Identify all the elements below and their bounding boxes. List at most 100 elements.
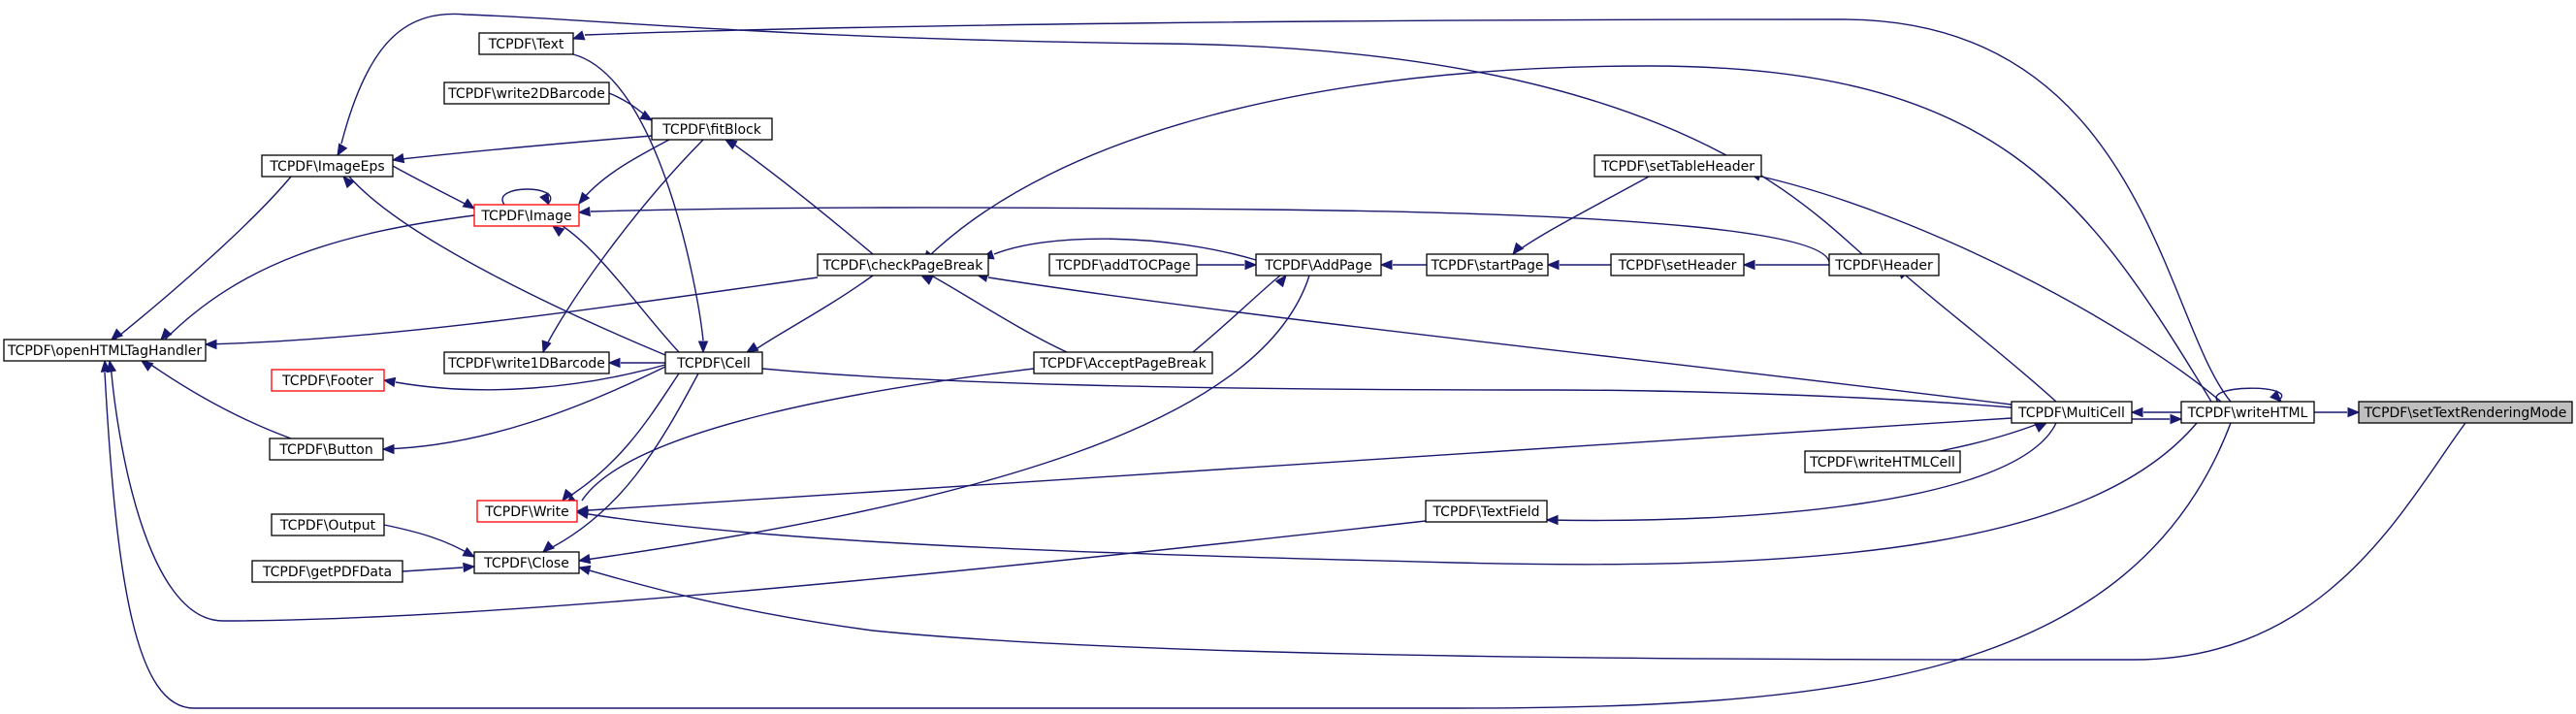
node-box [1594,154,1762,178]
edge-cell-to-write1-dbarcode [607,357,665,369]
arrowhead-icon [381,443,395,455]
node-output[interactable]: TCPDF\Output [271,513,385,536]
edge-multi-cell-to-write [575,417,2012,516]
node-get-pdfdata[interactable]: TCPDF\getPDFData [251,560,403,583]
arrowhead-icon [607,357,621,369]
node-label: TCPDF\MultiCell [2017,406,2125,421]
edge-line [1192,275,1281,353]
edge-set-table-header-to-start-page [1512,176,1650,256]
edge-line [110,362,1427,622]
edge-cell-to-write [562,373,680,503]
arrowhead-icon [1274,274,1287,288]
node-multi-cell[interactable]: TCPDF\MultiCell [2011,401,2133,424]
node-box [2358,401,2573,424]
arrowhead-icon [2034,422,2048,433]
edge-cell-to-footer [382,364,666,391]
node-set-table-header[interactable]: TCPDF\setTableHeader [1594,154,1762,178]
edge-line [761,368,2012,408]
node-write-html[interactable]: TCPDF\writeHTML [2180,401,2315,424]
node-label: TCPDF\addTOCPage [1054,258,1190,274]
node-fit-block[interactable]: TCPDF\fitBlock [651,117,773,141]
node-box [817,253,989,276]
node-box [443,81,610,105]
edge-line [501,188,552,206]
node-write2-dbarcode[interactable]: TCPDF\write2DBarcode [443,81,610,105]
node-cell[interactable]: TCPDF\Cell [664,351,763,374]
arrowhead-icon [539,192,550,207]
arrowhead-icon [577,206,591,217]
node-accept-page-break[interactable]: TCPDF\AcceptPageBreak [1033,351,1213,374]
node-add-tocpage[interactable]: TCPDF\addTOCPage [1048,253,1198,276]
edge-line [1905,275,2057,403]
node-box [473,204,580,227]
node-write1-dbarcode[interactable]: TCPDF\write1DBarcode [443,351,610,374]
node-write-htmlcell[interactable]: TCPDF\writeHTMLCell [1804,450,1961,473]
node-image[interactable]: TCPDF\Image [473,204,580,227]
node-label: TCPDF\Close [483,556,569,571]
node-box [1804,450,1961,473]
edge-line [542,139,704,353]
edge-write-html-to-set-table-header [1748,171,2222,403]
edge-add-page-to-close [577,275,1310,565]
edge-add-page-to-accept-page-break [1192,274,1287,353]
edge-line [340,13,1863,255]
node-box [2011,401,2133,424]
arrowhead-icon [2170,413,2183,425]
node-box [2180,401,2315,424]
arrowhead-icon [1546,259,1560,271]
edge-line [164,214,475,341]
arrowhead-icon [337,143,348,157]
edge-text-to-cell [572,53,709,354]
node-set-header[interactable]: TCPDF\setHeader [1610,253,1745,276]
node-close[interactable]: TCPDF\Close [473,551,580,574]
node-check-page-break[interactable]: TCPDF\checkPageBreak [817,253,989,276]
node-button[interactable]: TCPDF\Button [269,438,384,461]
edge-set-text-rendering-mode-to-close [577,422,2466,661]
node-label: TCPDF\Image [480,209,571,224]
edge-multi-cell-to-cell [749,363,2012,408]
edge-line [382,366,666,450]
edge-line [1760,176,2222,403]
edge-line [733,144,874,255]
node-label: TCPDF\fitBlock [661,122,762,138]
node-open-htmltag-handler[interactable]: TCPDF\openHTMLTagHandler [3,339,207,362]
edge-image-to-open-htmltag-handler [160,214,475,341]
node-header[interactable]: TCPDF\Header [1828,253,1940,276]
node-label: TCPDF\writeHTMLCell [1809,455,1955,471]
node-label: TCPDF\write2DBarcode [447,86,605,102]
node-text[interactable]: TCPDF\Text [478,32,574,55]
edge-line [104,372,2232,709]
edge-write-html-to-set-text-rendering-mode [2314,406,2361,418]
node-text-field[interactable]: TCPDF\TextField [1425,500,1548,523]
node-start-page[interactable]: TCPDF\startPage [1426,253,1549,276]
edge-line [402,567,464,572]
node-box [664,351,763,374]
edge-accept-page-break-to-check-page-break [919,275,1068,353]
node-box [1828,253,1940,276]
edge-check-page-break-to-cell [745,275,874,353]
arrowhead-icon [204,339,217,350]
node-label: TCPDF\AddPage [1264,258,1372,274]
node-box [651,117,773,141]
node-image-eps[interactable]: TCPDF\ImageEps [261,154,394,178]
node-label: TCPDF\write1DBarcode [447,356,605,372]
edge-line [383,524,475,558]
node-write[interactable]: TCPDF\Write [476,500,578,523]
node-box [251,560,403,583]
arrowhead-icon [462,546,476,558]
edge-multi-cell-to-write-html [2132,413,2183,425]
node-label: TCPDF\Footer [281,373,373,389]
node-set-text-rendering-mode: TCPDF\setTextRenderingMode [2358,401,2573,424]
node-footer[interactable]: TCPDF\Footer [271,369,385,392]
arrowhead-icon [578,191,591,206]
arrowhead-icon [724,139,738,150]
edge-line [562,225,680,353]
node-box [478,32,574,55]
node-label: TCPDF\ImageEps [269,159,384,175]
edge-fit-block-to-image [578,139,670,206]
edge-text-field-to-open-htmltag-handler [106,359,1427,622]
node-add-page[interactable]: TCPDF\AddPage [1255,253,1382,276]
node-box [269,438,384,461]
edge-line [562,373,680,502]
edge-cell-to-image [551,225,680,353]
